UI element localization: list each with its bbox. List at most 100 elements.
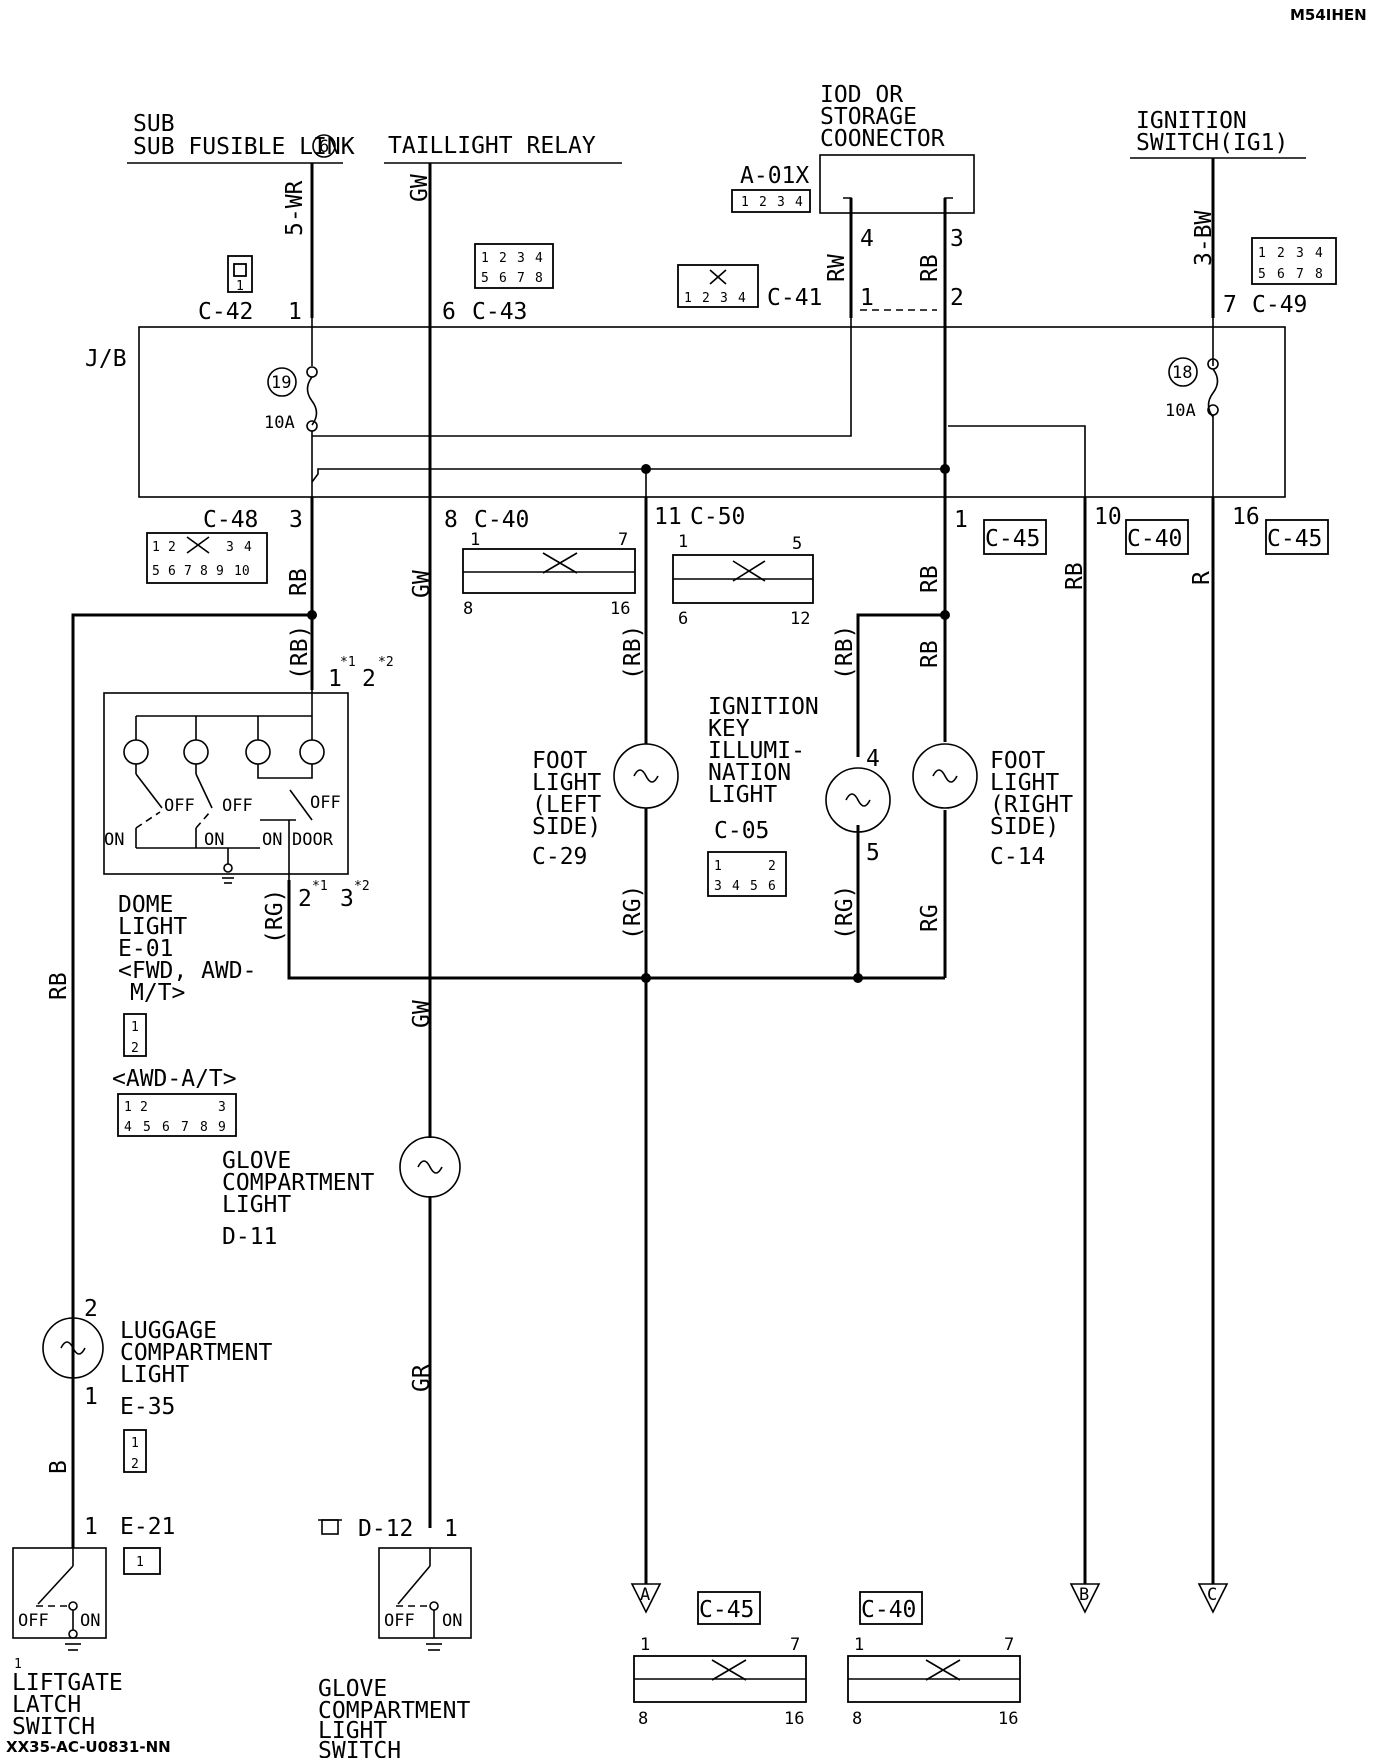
wire-color-rb-paren-ign: (RB) (832, 625, 858, 680)
svg-text:2: 2 (702, 291, 710, 306)
svg-text:M/T>: M/T> (130, 980, 185, 1006)
svg-text:7: 7 (1004, 1635, 1014, 1655)
wire-color-rb-far: RB (1062, 562, 1088, 590)
c49-pin: 7 (1223, 292, 1237, 318)
svg-text:C-40: C-40 (861, 1597, 916, 1623)
sub-fusible-link-number: 6 (319, 137, 329, 157)
dome-on-3: ON (262, 830, 282, 850)
svg-text:1: 1 (236, 279, 244, 294)
svg-text:1: 1 (131, 1020, 139, 1035)
luggage-compartment-light: 2 1 LUGGAGE COMPARTMENT LIGHT E-35 1 2 (42, 1296, 272, 1473)
svg-text:6: 6 (1277, 267, 1285, 282)
a01x-pins: 1 2 3 4 (741, 195, 803, 210)
svg-text:1: 1 (1258, 246, 1266, 261)
svg-text:LIGHT: LIGHT (532, 770, 601, 796)
dome-pin-bot-3: 3 (340, 886, 354, 912)
svg-text:1: 1 (481, 251, 489, 266)
glove-compartment-light-switch: D-12 1 OFF ON GLOVE COMPARTMENT LIGHT SW… (318, 1516, 472, 1758)
svg-text:LIGHT: LIGHT (318, 1718, 387, 1744)
dome-door: DOOR (292, 830, 334, 850)
c45-bottom-icon: C-45 (697, 1591, 761, 1625)
svg-text:3: 3 (1296, 246, 1304, 261)
svg-text:LIFTGATE: LIFTGATE (12, 1670, 123, 1696)
dome-light: 1 *1 2 *2 (103, 655, 394, 912)
dome-on-2: ON (204, 830, 224, 850)
dome-bulb-1 (123, 716, 163, 809)
svg-text:1: 1 (136, 1555, 144, 1570)
svg-text:C-29: C-29 (532, 844, 587, 870)
c40-icon-jb-right: C-40 (1125, 519, 1189, 555)
jb-internal-wiring (306, 318, 1219, 497)
svg-text:4: 4 (732, 879, 740, 894)
svg-text:3: 3 (777, 195, 785, 210)
svg-text:OFF: OFF (18, 1611, 49, 1631)
svg-text:ON: ON (442, 1611, 462, 1631)
svg-text:5: 5 (1258, 267, 1266, 282)
source-ignition-switch: IGNITION SWITCH(IG1) (1130, 108, 1306, 159)
svg-text:2: 2 (1277, 246, 1285, 261)
svg-text:18: 18 (1172, 363, 1192, 383)
wire-color-rb-top: RB (917, 254, 943, 282)
svg-text:8: 8 (463, 599, 473, 619)
svg-text:6: 6 (499, 271, 507, 286)
iod-line-1: IOD OR (820, 82, 903, 108)
c43-pin: 6 (442, 299, 456, 325)
svg-text:1: 1 (714, 859, 722, 874)
svg-text:8: 8 (852, 1709, 862, 1729)
c45-bottom-connector: 1 7 8 16 (633, 1635, 807, 1729)
svg-text:5: 5 (143, 1120, 151, 1135)
svg-text:8: 8 (200, 564, 208, 579)
footer-code: XX35-AC-U0831-NN (6, 1738, 171, 1756)
c49-label: C-49 (1252, 292, 1307, 318)
svg-text:SIDE): SIDE) (990, 814, 1059, 840)
junction-block (138, 326, 1286, 498)
iod-line-2: STORAGE (820, 104, 917, 130)
c45-icon-jb-right: C-45 (1265, 519, 1329, 555)
svg-text:LIGHT: LIGHT (990, 770, 1059, 796)
svg-text:12: 12 (790, 609, 810, 629)
svg-text:E-35: E-35 (120, 1394, 175, 1420)
svg-text:IGNITION: IGNITION (708, 694, 819, 720)
c41-pin-2: 2 (950, 285, 964, 311)
svg-text:FOOT: FOOT (532, 748, 588, 774)
svg-text:1: 1 (678, 532, 688, 552)
a01x-label: A-01X (740, 163, 809, 189)
c49-icon: 1 2 3 4 5 6 7 8 (1251, 237, 1337, 285)
source-iod-connector: IOD OR STORAGE COONECTOR A-01X 1 2 3 4 (731, 82, 975, 214)
svg-text:5: 5 (866, 840, 880, 866)
svg-text:2: 2 (168, 540, 176, 555)
sub-label: SUB (133, 111, 175, 137)
source-taillight-relay: TAILLIGHT RELAY (384, 133, 622, 164)
svg-text:1: 1 (741, 195, 749, 210)
wire-color-rg-paren-foot-left: (RG) (620, 885, 646, 940)
svg-text:2: 2 (131, 1457, 139, 1472)
a01x-pin-3: 3 (950, 226, 964, 252)
wire-color-rw: RW (824, 254, 850, 282)
svg-text:ILLUMI-: ILLUMI- (708, 738, 805, 764)
svg-text:8: 8 (638, 1709, 648, 1729)
terminal-a: A (630, 1583, 662, 1614)
svg-text:6: 6 (768, 879, 776, 894)
svg-text:DOME: DOME (118, 892, 173, 918)
svg-text:16: 16 (784, 1709, 804, 1729)
sheet-code: M54IHEN (1290, 6, 1367, 24)
ignition-key-illumination-light: IGNITION KEY ILLUMI- NATION LIGHT C-05 1… (707, 694, 891, 897)
svg-text:1: 1 (131, 1436, 139, 1451)
foot-light-right: FOOT LIGHT (RIGHT SIDE) C-14 (912, 743, 1073, 870)
svg-text:D-11: D-11 (222, 1224, 277, 1250)
svg-text:C-14: C-14 (990, 844, 1045, 870)
svg-text:LUGGAGE: LUGGAGE (120, 1318, 217, 1344)
svg-text:KEY: KEY (708, 716, 750, 742)
dome-pin-bot-2: 2 (298, 886, 312, 912)
svg-text:3: 3 (218, 1100, 226, 1115)
svg-text:(LEFT: (LEFT (532, 792, 601, 818)
svg-text:LIGHT: LIGHT (120, 1362, 189, 1388)
svg-text:C-45: C-45 (985, 526, 1040, 552)
wire-color-gr: GR (409, 1364, 435, 1392)
svg-text:19: 19 (271, 373, 291, 393)
svg-text:5: 5 (152, 564, 160, 579)
dome-off-1: OFF (164, 796, 195, 816)
svg-text:2: 2 (131, 1041, 139, 1056)
svg-text:C-05: C-05 (714, 818, 769, 844)
wire-color-rb-paren-dome: (RB) (287, 625, 313, 680)
